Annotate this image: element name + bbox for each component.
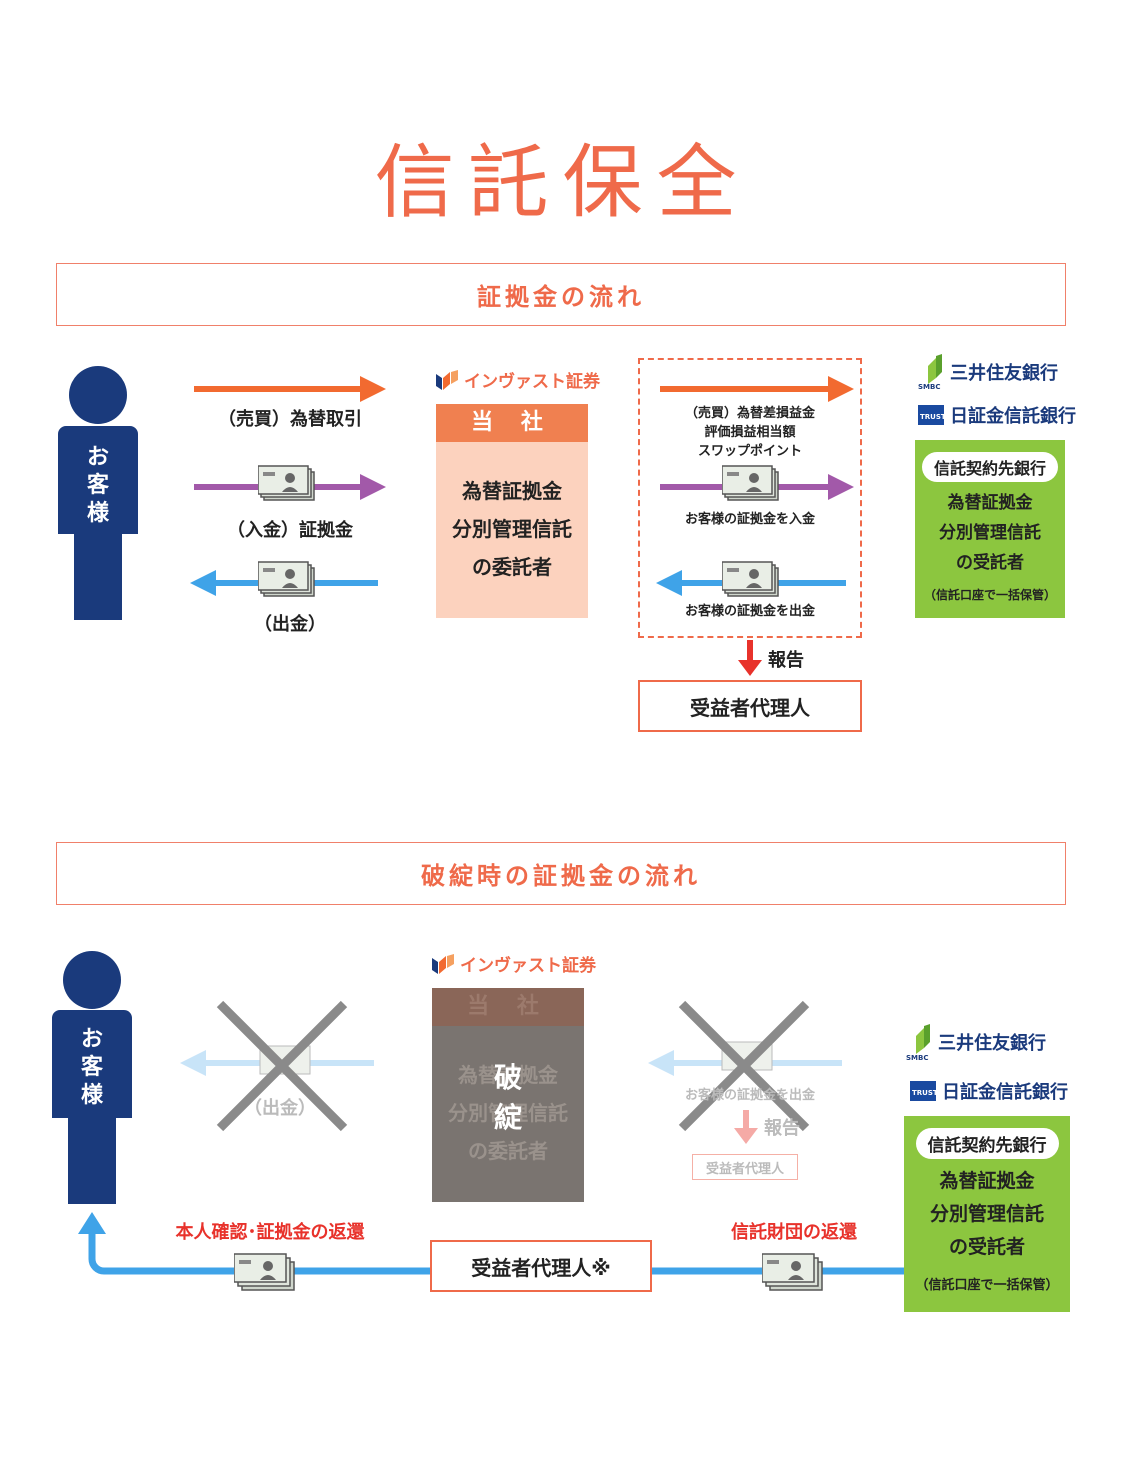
- svg-text:SMBC: SMBC: [906, 1054, 928, 1062]
- smbc-mark-icon: SMBC: [918, 354, 942, 390]
- faded-withdraw-label: （出金）: [244, 1098, 316, 1119]
- mid-deposit-label: お客様の証拠金を入金: [684, 512, 815, 527]
- dashed-flow-box: [638, 358, 862, 638]
- faded-report-label: 報告: [764, 1118, 800, 1139]
- company-line: 為替証拠金: [462, 479, 562, 503]
- trust-bank-name: 日証金信託銀行: [950, 406, 1076, 427]
- trustee-line: 為替証拠金: [939, 1170, 1035, 1192]
- section-heading-bankruptcy-text: 破綻時の証拠金の流れ: [421, 862, 701, 890]
- section-heading-bankruptcy: 破綻時の証拠金の流れ: [56, 842, 1066, 905]
- cancelled-withdraw-arrow: [180, 1000, 374, 1132]
- trustee-line: 分別管理信託: [939, 523, 1041, 543]
- beneficiary-agent-label: 受益者代理人: [690, 695, 810, 720]
- cash-icon: [234, 1253, 295, 1291]
- smbc-name: 三井住友銀行: [950, 363, 1058, 384]
- trustee-pill: 信託契約先銀行: [915, 1128, 1059, 1159]
- brand-mark-icon: [436, 369, 458, 390]
- cash-icon: [762, 1253, 823, 1291]
- brand-logo: インヴァスト証券: [436, 367, 600, 392]
- trustee-line: の受託者: [956, 553, 1024, 573]
- trust-mark-icon: TRUST: [910, 1081, 936, 1101]
- smbc-logo: SMBC 三井住友銀行: [906, 1022, 1046, 1062]
- cancelled-mid-arrow: [648, 1000, 842, 1132]
- company-line: の委託者: [468, 1139, 548, 1163]
- company-box: 為替証拠金 分別管理信託 の委託者: [436, 442, 588, 618]
- trustee-note: （信託口座で一括保管）: [915, 1278, 1059, 1293]
- faded-report-arrow: [734, 1110, 758, 1144]
- deposit-label: （入金）証拠金: [227, 520, 353, 541]
- company-line: 分別管理信託: [448, 1101, 568, 1125]
- trust-bank-logo: TRUST 日証金信託銀行: [918, 402, 1076, 428]
- svg-text:TRUST: TRUST: [912, 1089, 936, 1097]
- brand-mark-icon: [432, 953, 454, 974]
- brand-logo: インヴァスト証券: [432, 951, 596, 976]
- smbc-logo: SMBC 三井住友銀行: [918, 354, 1058, 390]
- cash-icon: [722, 465, 779, 501]
- trustee-line: 分別管理信託: [929, 1203, 1044, 1225]
- trust-mark-icon: TRUST: [918, 405, 944, 425]
- customer-label: お 客 様: [86, 445, 109, 526]
- report-label: 報告: [768, 650, 804, 671]
- cash-icon: [258, 465, 315, 501]
- return-flow-arrow: [78, 1212, 904, 1275]
- brand-name: インヴァスト証券: [464, 372, 600, 392]
- trade-label: （売買）為替取引: [218, 409, 362, 430]
- trustee-line: 為替証拠金: [947, 493, 1033, 513]
- company-line: の委託者: [472, 555, 552, 579]
- beneficiary-agent-box: 受益者代理人※: [430, 1240, 652, 1292]
- trustee-line: の受託者: [948, 1236, 1025, 1258]
- trustee-box: 信託契約先銀行 為替証拠金 分別管理信託 の受託者 （信託口座で一括保管）: [904, 1116, 1070, 1312]
- report-arrow: [738, 640, 762, 676]
- faded-agent-box: 受益者代理人: [692, 1154, 798, 1180]
- section-heading-flow-text: 証拠金の流れ: [477, 283, 645, 311]
- cash-icon: [258, 561, 315, 597]
- customer-label: お 客 様: [80, 1027, 103, 1108]
- customer-figure: [58, 366, 138, 620]
- section-heading-flow: 証拠金の流れ: [56, 263, 1066, 326]
- beneficiary-agent-box: 受益者代理人: [638, 680, 862, 732]
- trustee-note: （信託口座で一括保管）: [923, 588, 1056, 602]
- trustee-box: 信託契約先銀行 為替証拠金 分別管理信託 の受託者 （信託口座で一括保管）: [915, 440, 1065, 618]
- mid-trade-labels: （売買）為替差損益金 評価損益相当額 スワップポイント: [684, 406, 815, 459]
- company-header: 当 社: [436, 404, 588, 442]
- smbc-name: 三井住友銀行: [938, 1033, 1046, 1054]
- customer-figure: [52, 951, 132, 1204]
- company-box-bankrupt: 為替証拠金 分別管理信託 の委託者: [432, 1026, 584, 1202]
- bankrupt-mark: 破 綻: [493, 1061, 522, 1134]
- company-line: 為替証拠金: [458, 1063, 558, 1087]
- company-line: 分別管理信託: [452, 517, 572, 541]
- beneficiary-agent-label: 受益者代理人※: [471, 1255, 611, 1280]
- page-title: 信託保全: [374, 136, 751, 229]
- smbc-mark-icon: SMBC: [906, 1024, 930, 1062]
- svg-text:TRUST: TRUST: [920, 413, 944, 421]
- trust-bank-name: 日証金信託銀行: [942, 1082, 1068, 1103]
- svg-text:SMBC: SMBC: [918, 383, 940, 390]
- cash-icon: [722, 561, 779, 597]
- trust-bank-logo: TRUST 日証金信託銀行: [910, 1078, 1068, 1104]
- withdraw-label: （出金）: [254, 614, 326, 635]
- return-trust-label: 信託財団の返還: [731, 1222, 857, 1243]
- faded-mid-withdraw: お客様の証拠金を出金: [684, 1088, 815, 1103]
- trustee-pill: 信託契約先銀行: [921, 452, 1058, 482]
- mid-withdraw-label: お客様の証拠金を出金: [684, 604, 815, 619]
- brand-name: インヴァスト証券: [460, 956, 596, 976]
- return-customer-label: 本人確認･証拠金の返還: [175, 1222, 365, 1243]
- company-header-bankrupt: 当 社: [432, 988, 584, 1026]
